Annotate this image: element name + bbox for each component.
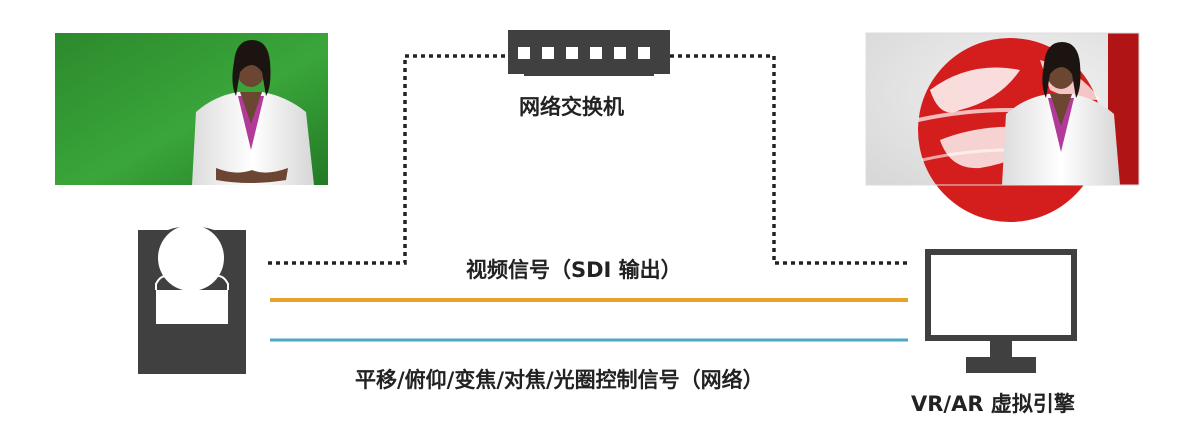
presenter-figure bbox=[1002, 42, 1120, 185]
control-signal-label: 平移/俯仰/变焦/对焦/光圈控制信号（网络） bbox=[355, 368, 764, 392]
presenter-figure bbox=[192, 40, 314, 185]
network-link-engine bbox=[670, 54, 908, 265]
video-signal-label: 视频信号（SDI 输出） bbox=[466, 258, 682, 282]
ptz-camera-icon bbox=[138, 225, 246, 374]
engine-label: VR/AR 虚拟引擎 bbox=[911, 392, 1075, 416]
network-switch-icon bbox=[508, 30, 670, 76]
network-switch-label: 网络交换机 bbox=[519, 95, 624, 119]
monitor-icon bbox=[925, 249, 1077, 373]
virtual-composite-image bbox=[865, 32, 1140, 222]
green-screen-image bbox=[55, 33, 328, 185]
network-link-camera bbox=[268, 54, 508, 265]
